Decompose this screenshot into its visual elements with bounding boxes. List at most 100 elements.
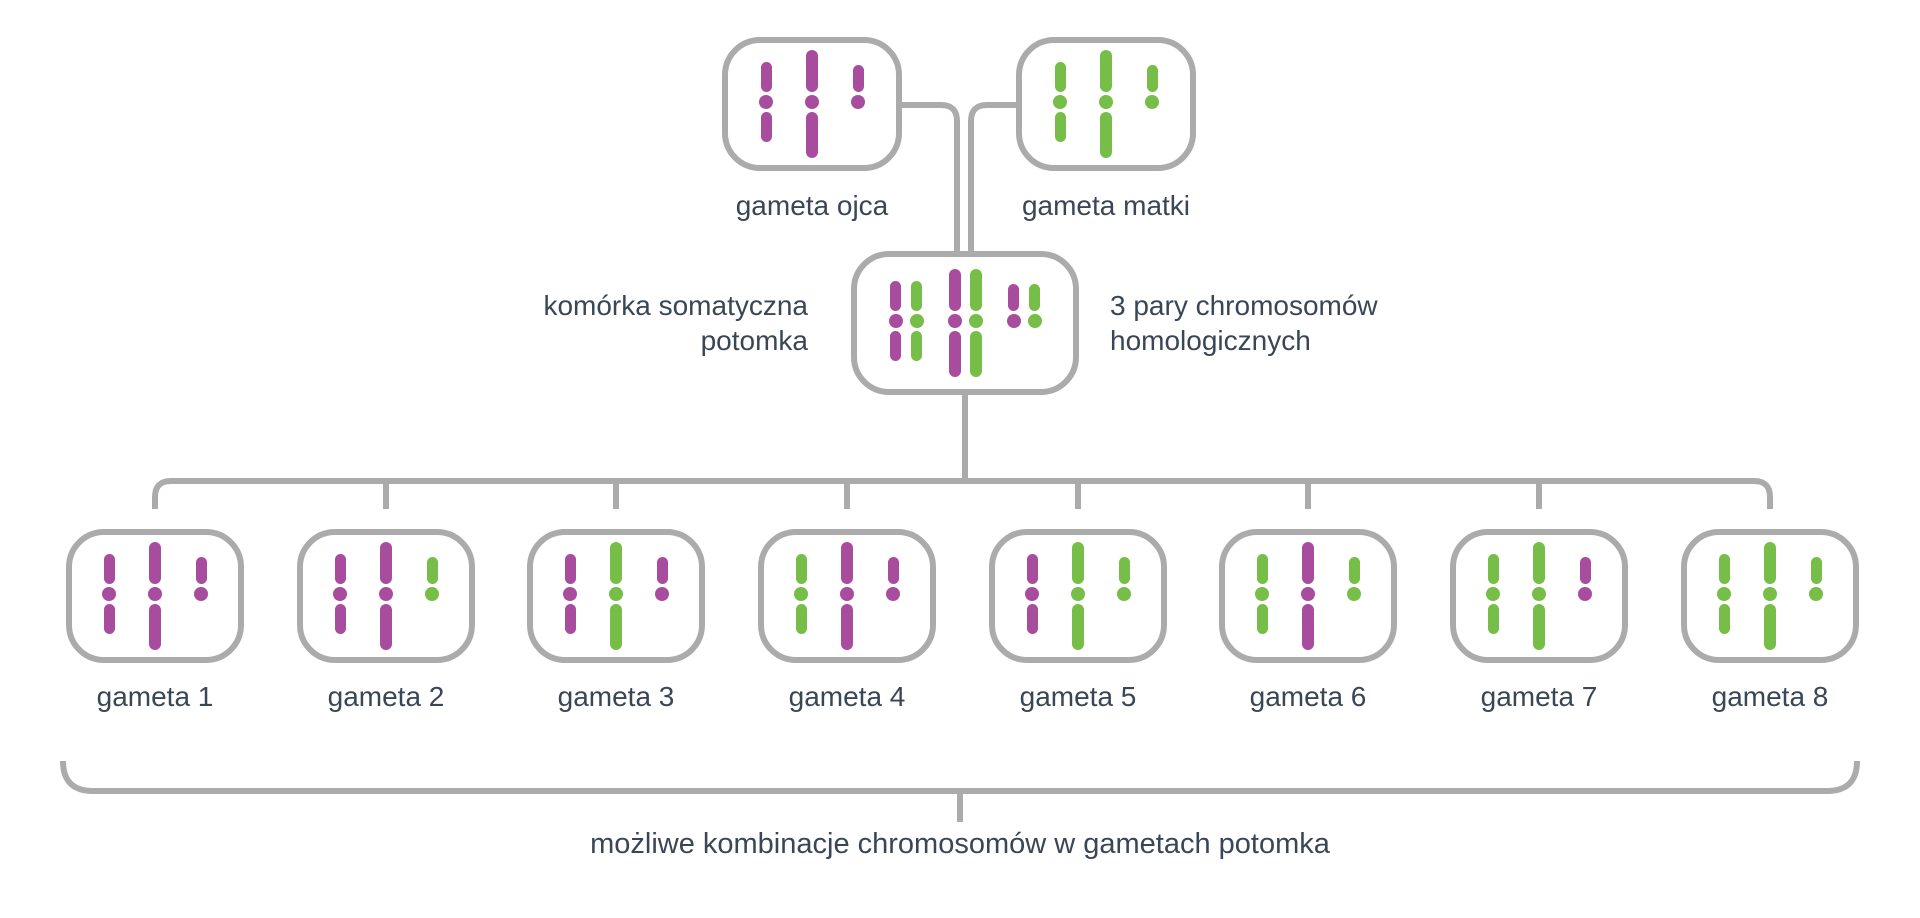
chromosome-arm (806, 112, 818, 158)
chromosome-arm (103, 604, 115, 634)
chromosome-arm (149, 542, 161, 584)
chromosome-arm (760, 62, 772, 92)
chromosome-arm (1810, 557, 1822, 584)
father-gamete-box (722, 37, 902, 171)
somatic-cell-box (851, 251, 1079, 395)
chromosome-icon (968, 269, 983, 377)
centromere-dot (840, 587, 854, 601)
centromere-dot (102, 587, 116, 601)
centromere-dot (805, 95, 819, 109)
gamete-7-chromosome-row (1456, 535, 1622, 657)
chromosome-arm (610, 542, 622, 584)
chromosome-icon (1532, 542, 1546, 650)
chromosome-arm (890, 331, 901, 361)
centromere-dot (1117, 587, 1131, 601)
chromosome-icon (1578, 542, 1592, 650)
chromosome-icon (909, 269, 924, 377)
father-gamete-label: gameta ojca (735, 190, 889, 221)
chromosome-icon (759, 50, 773, 158)
centromere-dot (425, 587, 439, 601)
chromosome-arm (1533, 542, 1545, 584)
diagram-caption: możliwe kombinacje chromosomów w gametac… (590, 828, 1330, 860)
chromosome-icon (1027, 269, 1042, 377)
chromosome-arm (841, 604, 853, 650)
chromosome-icon (947, 269, 962, 377)
chromosome-arm (795, 604, 807, 634)
mother-gamete-label: gameta matki (1021, 190, 1191, 221)
chromosome-icon (425, 542, 439, 650)
homologous-pair (888, 269, 924, 377)
chromosome-arm (103, 554, 115, 584)
gamete-3-label: gameta 3 (557, 681, 675, 712)
chromosome-arm (1008, 284, 1019, 311)
chromosome-arm (380, 542, 392, 584)
homologous-pair (1006, 269, 1042, 377)
mother-gamete-box (1016, 37, 1196, 171)
chromosome-icon (609, 542, 623, 650)
chromosome-icon (1071, 542, 1085, 650)
chromosome-arm (1072, 604, 1084, 650)
chromosome-icon (1717, 542, 1731, 650)
chromosome-arm (380, 604, 392, 650)
gamete-1-box (66, 529, 244, 663)
chromosome-icon (1255, 542, 1269, 650)
bottom-bracket (60, 760, 1860, 822)
chromosome-arm (149, 604, 161, 650)
chromosome-arm (1026, 554, 1038, 584)
centromere-dot (1255, 587, 1269, 601)
chromosome-icon (1486, 542, 1500, 650)
chromosome-arm (841, 542, 853, 584)
chromosome-icon (1145, 50, 1159, 158)
chromosome-arm (1533, 604, 1545, 650)
chromosome-icon (1099, 50, 1113, 158)
gamete-5-box (989, 529, 1167, 663)
chromosome-arm (564, 554, 576, 584)
somatic-cell-label-line2: potomka (700, 325, 808, 356)
chromosome-arm (1579, 557, 1591, 584)
centromere-dot (1053, 95, 1067, 109)
centromere-dot (333, 587, 347, 601)
centromere-dot (1717, 587, 1731, 601)
gamete-tree-line (152, 478, 1773, 509)
chromosome-arm (195, 557, 207, 584)
chromosome-arm (1054, 62, 1066, 92)
chromosome-arm (334, 604, 346, 634)
chromosome-arm (1764, 604, 1776, 650)
chromosome-arm (911, 331, 922, 361)
gamete-1-chromosome-row (72, 535, 238, 657)
chromosome-arm (887, 557, 899, 584)
chromosome-arm (656, 557, 668, 584)
chromosome-arm (1487, 554, 1499, 584)
chromosome-arm (1302, 542, 1314, 584)
gamete-8-chromosome-row (1687, 535, 1853, 657)
homologous-pairs-label-line2: homologicznych (1110, 325, 1311, 356)
father-chromosome-row (728, 43, 896, 165)
chromosome-icon (1006, 269, 1021, 377)
chromosome-arm (1029, 284, 1040, 311)
centromere-dot (759, 95, 773, 109)
gamete-1-label: gameta 1 (96, 681, 214, 712)
centromere-dot (1027, 314, 1042, 328)
chromosome-arm (1764, 542, 1776, 584)
chromosome-icon (840, 542, 854, 650)
gamete-8-label: gameta 8 (1711, 681, 1829, 712)
chromosome-arm (969, 331, 982, 377)
centromere-dot (1025, 587, 1039, 601)
chromosome-icon (102, 542, 116, 650)
centromere-dot (379, 587, 393, 601)
gamete-7-label: gameta 7 (1480, 681, 1598, 712)
chromosome-arm (911, 281, 922, 311)
mother-chromosome-row (1022, 43, 1190, 165)
centromere-dot (1347, 587, 1361, 601)
chromosome-icon (148, 542, 162, 650)
chromosome-arm (1026, 604, 1038, 634)
somatic-cell-label-line1: komórka somatyczna (543, 290, 808, 321)
chromosome-icon (333, 542, 347, 650)
chromosome-arm (1100, 50, 1112, 92)
chromosome-arm (1256, 604, 1268, 634)
gamete-6-box (1219, 529, 1397, 663)
gamete-7-box (1450, 529, 1628, 663)
chromosome-arm (795, 554, 807, 584)
centromere-dot (1006, 314, 1021, 328)
